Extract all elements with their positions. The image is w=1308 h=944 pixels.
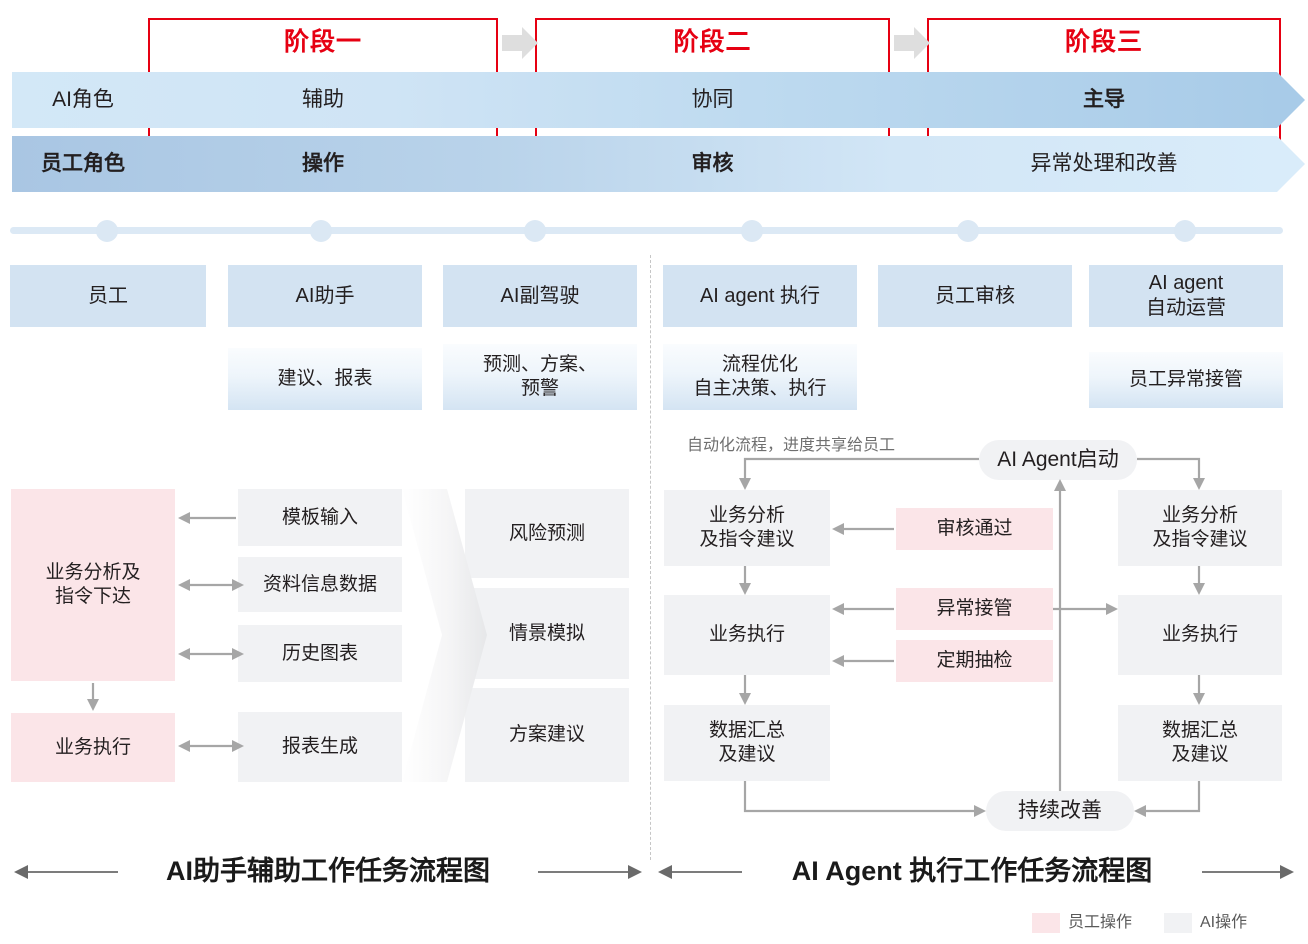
caption-left: AI助手辅助工作任务流程图 bbox=[118, 855, 538, 889]
left-flow-mid-3: 历史图表 bbox=[238, 625, 402, 682]
role-name-employee: 员工角色 bbox=[41, 151, 125, 175]
phase-label-1: 阶段一 bbox=[283, 28, 362, 57]
left-flow-right-1: 风险预测 bbox=[465, 489, 629, 578]
legend-label-ai: AI操作 bbox=[1200, 914, 1248, 931]
stage-card-1-title: 员工 bbox=[10, 265, 206, 327]
timeline-dot-5 bbox=[957, 220, 979, 242]
stage-card-4-title: AI agent 执行 bbox=[663, 265, 857, 327]
phase-label-2: 阶段二 bbox=[673, 28, 752, 57]
legend-swatch-employee bbox=[1032, 913, 1060, 933]
stage-card-4-sub: 流程优化 自主决策、执行 bbox=[663, 344, 857, 410]
stage-card-6-title: AI agent 自动运营 bbox=[1089, 265, 1283, 327]
role-value-employee-3: 异常处理和改善 bbox=[1030, 151, 1178, 175]
right-flow-start-pill: AI Agent启动 bbox=[979, 440, 1137, 480]
right-flow-end-pill: 持续改善 bbox=[986, 791, 1134, 831]
phase-label-3: 阶段三 bbox=[1064, 28, 1143, 57]
stage-card-2-sub: 建议、报表 bbox=[228, 348, 422, 410]
right-flow-right-3: 数据汇总 及建议 bbox=[1118, 705, 1282, 781]
role-value-employee-1: 操作 bbox=[302, 151, 344, 175]
role-value-ai-3: 主导 bbox=[1083, 87, 1125, 111]
section-divider bbox=[650, 255, 651, 860]
right-flow-left-2: 业务执行 bbox=[664, 595, 830, 675]
role-bar-ai-arrow-tip bbox=[1277, 72, 1305, 128]
right-flow-arrows bbox=[739, 457, 1205, 817]
right-flow-left-1: 业务分析 及指令建议 bbox=[664, 490, 830, 566]
left-flow-right-2: 情景模拟 bbox=[465, 588, 629, 679]
timeline-dot-4 bbox=[741, 220, 763, 242]
role-bar-ai bbox=[12, 72, 1277, 128]
caption-right: AI Agent 执行工作任务流程图 bbox=[742, 855, 1202, 889]
timeline-dot-6 bbox=[1174, 220, 1196, 242]
right-flow-pink-1: 审核通过 bbox=[896, 508, 1053, 550]
left-flow-pink-2: 业务执行 bbox=[11, 713, 175, 782]
role-value-ai-2: 协同 bbox=[691, 87, 734, 111]
left-flow-mid-1: 模板输入 bbox=[238, 489, 402, 546]
timeline-dot-2 bbox=[310, 220, 332, 242]
timeline-dot-1 bbox=[96, 220, 118, 242]
stage-card-6-sub: 员工异常接管 bbox=[1089, 352, 1283, 408]
role-value-employee-2: 审核 bbox=[691, 151, 734, 175]
left-flow-mid-2: 资料信息数据 bbox=[238, 557, 402, 612]
legend-swatch-ai bbox=[1164, 913, 1192, 933]
stage-card-5-title: 员工审核 bbox=[878, 265, 1072, 327]
left-flow-right-3: 方案建议 bbox=[465, 688, 629, 782]
role-bar-employee bbox=[12, 136, 1277, 192]
stage-card-3-title: AI副驾驶 bbox=[443, 265, 637, 327]
right-flow-pink-2: 异常接管 bbox=[896, 588, 1053, 630]
timeline-dot-3 bbox=[524, 220, 546, 242]
left-flow-pink-1: 业务分析及 指令下达 bbox=[11, 489, 175, 681]
role-bar-employee-arrow-tip bbox=[1277, 136, 1305, 192]
legend-label-employee: 员工操作 bbox=[1068, 914, 1133, 931]
right-flow-left-3: 数据汇总 及建议 bbox=[664, 705, 830, 781]
role-value-ai-1: 辅助 bbox=[302, 87, 344, 111]
right-flow-note: 自动化流程，进度共享给员工 bbox=[687, 437, 896, 454]
right-flow-right-2: 业务执行 bbox=[1118, 595, 1282, 675]
role-name-ai: AI角色 bbox=[52, 87, 114, 111]
phase-connector-arrows bbox=[502, 27, 930, 59]
right-flow-pink-3: 定期抽检 bbox=[896, 640, 1053, 682]
stage-card-3-sub: 预测、方案、 预警 bbox=[443, 344, 637, 410]
right-flow-right-1: 业务分析 及指令建议 bbox=[1118, 490, 1282, 566]
left-flow-mid-4: 报表生成 bbox=[238, 712, 402, 782]
left-flow-arrows bbox=[87, 512, 244, 752]
timeline-track bbox=[10, 227, 1283, 234]
left-flow-chevron bbox=[402, 489, 487, 782]
stage-card-2-title: AI助手 bbox=[228, 265, 422, 327]
